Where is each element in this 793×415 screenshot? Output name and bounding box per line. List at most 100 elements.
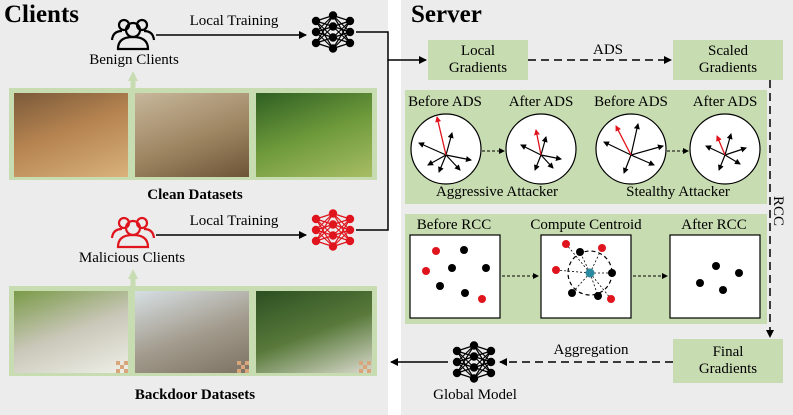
- malicious-to-server-line: [356, 60, 389, 231]
- network-node: [311, 16, 321, 26]
- trigger-cell: [124, 369, 128, 373]
- trigger-cell: [116, 369, 120, 373]
- local-gradients-box: Local Gradients: [428, 40, 528, 80]
- server-title: Server: [411, 1, 482, 28]
- network-node: [469, 363, 479, 372]
- trigger-cell: [237, 369, 241, 373]
- before-ads-label-1: Before ADS: [408, 94, 482, 110]
- benign-network-icon: [311, 11, 355, 53]
- network-node: [452, 346, 462, 356]
- trigger-cell: [241, 365, 245, 369]
- network-node: [345, 27, 355, 37]
- ads-aggressive-before: [410, 113, 482, 185]
- trigger-cell: [367, 361, 371, 365]
- photo-dog-backdoor: [14, 291, 128, 373]
- backdoor-datasets-label: Backdoor Datasets: [134, 387, 256, 403]
- local-training-bottom-label: Local Training: [189, 213, 279, 229]
- network-node: [311, 214, 321, 224]
- after-rcc-label: After RCC: [681, 217, 747, 233]
- network-edge: [473, 350, 492, 379]
- clients-title: Clients: [4, 1, 79, 28]
- ads-flow-label: ADS: [592, 42, 623, 58]
- rcc-centroid-box: [540, 234, 632, 319]
- network-node: [311, 38, 321, 48]
- trigger-cell: [363, 365, 367, 369]
- network-node: [469, 352, 479, 361]
- benign-clients-label: Benign Clients: [89, 52, 179, 68]
- network-node: [486, 346, 496, 356]
- network-node: [328, 44, 338, 53]
- local-gradients-text: Local Gradients: [448, 43, 508, 76]
- final-gradients-text: Final Gradients: [698, 344, 758, 377]
- after-ads-label-2: After ADS: [692, 94, 758, 110]
- network-node: [311, 27, 321, 37]
- photo-cat-clean: [135, 93, 249, 177]
- local-training-top-label: Local Training: [189, 13, 279, 29]
- network-node: [311, 236, 321, 246]
- network-node: [345, 16, 355, 26]
- malicious-network-icon: [311, 209, 355, 251]
- trigger-cell: [237, 361, 241, 365]
- ads-stealthy-after: [689, 113, 761, 185]
- ads-stealthy-before: [595, 113, 667, 185]
- trigger-cell: [245, 369, 249, 373]
- final-gradients-box: Final Gradients: [673, 339, 783, 383]
- rcc-after-box: [669, 234, 761, 319]
- network-node: [345, 38, 355, 48]
- rcc-before-box: [409, 234, 501, 319]
- trigger-cell: [359, 361, 363, 365]
- photo-cat-backdoor: [135, 291, 249, 373]
- ads-aggressive-after: [505, 113, 577, 185]
- network-edge: [456, 345, 475, 374]
- network-node: [452, 357, 462, 367]
- network-node: [345, 236, 355, 246]
- photo-rabbit-clean: [256, 93, 372, 177]
- rcc-flow-label: RCC: [770, 196, 786, 227]
- scaled-gradients-text: Scaled Gradients: [698, 43, 758, 76]
- trigger-cell: [116, 361, 120, 365]
- trigger-cell: [120, 365, 124, 369]
- after-ads-label-1: After ADS: [508, 94, 574, 110]
- trigger-cell: [245, 361, 249, 365]
- clean-datasets-label: Clean Datasets: [147, 187, 243, 203]
- scaled-gradients-box: Scaled Gradients: [673, 40, 783, 80]
- aggressive-attacker-label: Aggressive Attacker: [435, 184, 559, 200]
- backdoor-trigger-patterns: [116, 361, 371, 373]
- network-node: [469, 374, 479, 383]
- benign-to-server-line: [356, 31, 427, 64]
- network-node: [469, 341, 479, 350]
- aggregation-label: Aggregation: [553, 342, 629, 358]
- compute-centroid-label: Compute Centroid: [530, 217, 642, 233]
- network-node: [328, 231, 338, 240]
- trigger-cell: [124, 361, 128, 365]
- before-rcc-label: Before RCC: [416, 217, 492, 233]
- global-model-icon: [452, 341, 496, 383]
- network-node: [328, 209, 338, 218]
- network-node: [328, 220, 338, 229]
- network-node: [328, 11, 338, 20]
- network-node: [311, 225, 321, 235]
- trigger-cell: [367, 369, 371, 373]
- network-node: [328, 22, 338, 31]
- network-node: [486, 368, 496, 378]
- benign-clients-icon: [110, 18, 156, 51]
- trigger-cell: [359, 369, 363, 373]
- network-edge: [332, 20, 351, 49]
- before-ads-label-2: Before ADS: [594, 94, 668, 110]
- network-edge: [315, 15, 334, 44]
- network-edge: [332, 218, 351, 247]
- global-model-label: Global Model: [433, 387, 517, 403]
- malicious-clients-icon: [110, 216, 156, 249]
- photo-dog-clean: [14, 93, 128, 177]
- network-node: [345, 225, 355, 235]
- network-node: [452, 368, 462, 378]
- network-node: [345, 214, 355, 224]
- network-node: [328, 33, 338, 42]
- network-node: [328, 242, 338, 251]
- network-edge: [315, 213, 334, 242]
- network-node: [486, 357, 496, 367]
- stealthy-attacker-label: Stealthy Attacker: [626, 184, 730, 200]
- malicious-clients-label: Malicious Clients: [78, 250, 186, 266]
